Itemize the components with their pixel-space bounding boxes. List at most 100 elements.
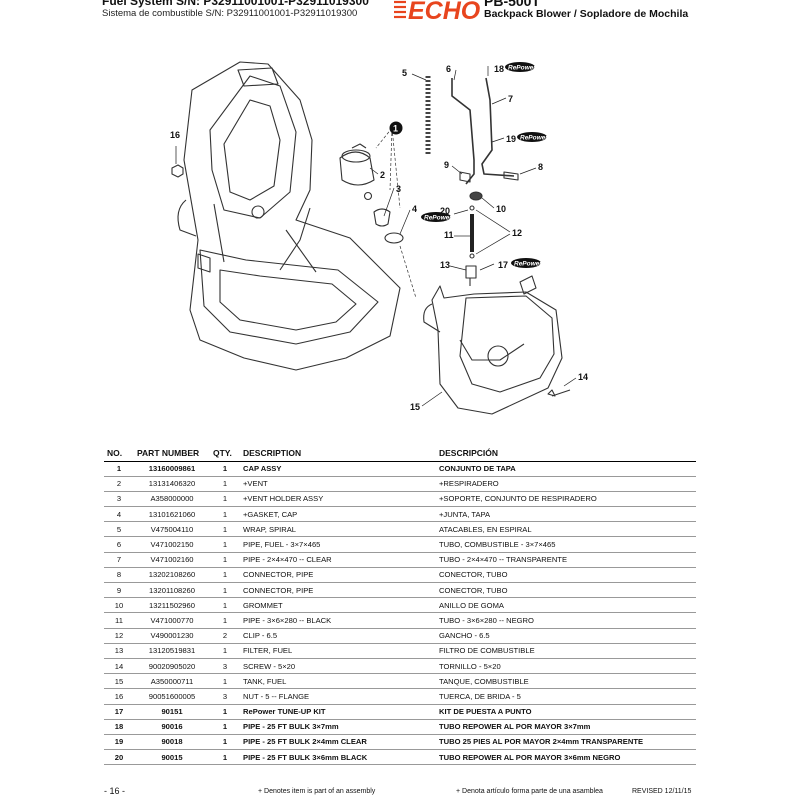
page-number: - 16 - (104, 786, 126, 796)
row-qty: 1 (210, 506, 240, 523)
row-no: 19 (104, 734, 134, 751)
row-no: 10 (104, 597, 134, 614)
page-header: Fuel System S/N: P32911001001-P329110193… (0, 0, 800, 34)
row-description: PIPE - 3×6×280 -- BLACK (240, 612, 436, 629)
row-descripcion: ANILLO DE GOMA (436, 597, 696, 614)
grommet (469, 191, 483, 201)
row-description: WRAP, SPIRAL (240, 521, 436, 538)
gasket-cap (384, 232, 404, 244)
row-part-number: V471002160 (134, 552, 210, 568)
row-description: PIPE - 25 FT BULK 2×4mm CLEAR (240, 734, 436, 751)
row-descripcion: TUBO REPOWER AL POR MAYOR 3×6mm NEGRO (436, 749, 696, 766)
row-description: NUT - 5 -- FLANGE (240, 688, 436, 705)
row-part-number: 90016 (134, 719, 210, 735)
callout-15: 15 (410, 402, 420, 412)
svg-text:RePower: RePower (508, 65, 536, 72)
callout-13: 13 (440, 260, 450, 270)
row-qty: 1 (210, 491, 240, 508)
row-description: CONNECTOR, PIPE (240, 567, 436, 584)
row-description: +GASKET, CAP (240, 506, 436, 523)
row-qty: 1 (210, 597, 240, 614)
connector-9 (459, 171, 471, 183)
row-qty: 1 (210, 461, 240, 477)
header-right: PB-500T Backpack Blower / Sopladore de M… (484, 0, 794, 21)
row-descripcion: FILTRO DE COMBUSTIBLE (436, 643, 696, 659)
leader-lines (369, 66, 577, 407)
svg-text:RePower: RePower (514, 261, 542, 268)
callout-8: 8 (538, 162, 543, 172)
row-no: 1 (104, 461, 134, 477)
row-description: +VENT HOLDER ASSY (240, 491, 436, 508)
row-descripcion: GANCHO - 6.5 (436, 628, 696, 644)
vent-part (363, 191, 373, 201)
connector-8 (503, 171, 519, 181)
row-part-number: 13202108260 (134, 567, 210, 584)
row-part-number: A358000000 (134, 491, 210, 508)
col-header-part-number: PART NUMBER (134, 446, 210, 462)
row-no: 5 (104, 521, 134, 538)
row-description: CAP ASSY (240, 461, 436, 477)
nut-16 (171, 164, 184, 178)
callout-1-badge (389, 121, 403, 135)
row-no: 15 (104, 673, 134, 690)
row-qty: 1 (210, 612, 240, 629)
callout-9: 9 (444, 160, 449, 170)
row-descripcion: TUBO - 3×6×280 -- NEGRO (436, 612, 696, 629)
parts-table: NO. PART NUMBER QTY. DESCRIPTION DESCRIP… (104, 446, 696, 766)
row-no: 13 (104, 643, 134, 659)
row-no: 11 (104, 612, 134, 629)
row-description: PIPE, FUEL - 3×7×465 (240, 536, 436, 553)
row-descripcion: TUBO, COMBUSTIBLE - 3×7×465 (436, 536, 696, 553)
callouts: 1 2 3 4 5 6 7 8 9 10 11 12 13 14 15 16 1… (170, 64, 588, 412)
callout-3: 3 (396, 184, 401, 194)
row-descripcion: +JUNTA, TAPA (436, 506, 696, 523)
row-description: PIPE - 2×4×470 -- CLEAR (240, 552, 436, 568)
row-descripcion: TUERCA, DE BRIDA - 5 (436, 688, 696, 705)
callout-16: 16 (170, 130, 180, 140)
screw-14 (547, 389, 571, 397)
revision-date: REVISED 12/11/15 (632, 788, 692, 795)
row-part-number: V475004110 (134, 521, 210, 538)
vent-holder (373, 208, 391, 227)
row-descripcion: TUBO 25 PIES AL POR MAYOR 2×4mm TRANSPAR… (436, 734, 696, 751)
callout-10: 10 (496, 204, 506, 214)
row-part-number: V471000770 (134, 612, 210, 629)
callout-4: 4 (412, 204, 417, 214)
logo-text: ECHO (408, 0, 481, 24)
callout-6: 6 (446, 64, 451, 74)
row-part-number: 13101621060 (134, 506, 210, 523)
row-description: RePower TUNE-UP KIT (240, 704, 436, 720)
row-qty: 1 (210, 567, 240, 584)
callout-17: 17 (498, 260, 508, 270)
callout-2: 2 (380, 170, 385, 180)
col-header-descripcion: DESCRIPCIÓN (436, 446, 696, 462)
row-part-number: 13160009861 (134, 461, 210, 477)
row-description: PIPE - 25 FT BULK 3×7mm (240, 719, 436, 735)
row-description: GROMMET (240, 597, 436, 614)
row-no: 12 (104, 628, 134, 644)
row-qty: 2 (210, 628, 240, 644)
row-qty: 1 (210, 673, 240, 690)
cap-assy (339, 151, 375, 186)
section-title: Fuel System S/N: P32911001001-P329110193… (102, 0, 369, 8)
row-no: 6 (104, 536, 134, 553)
row-no: 17 (104, 704, 134, 720)
row-qty: 1 (210, 521, 240, 538)
header-left: Fuel System S/N: P32911001001-P329110193… (102, 0, 392, 20)
echo-logo: ECHO (392, 0, 484, 24)
section-subtitle: Sistema de combustible S/N: P32911001001… (102, 8, 358, 19)
callout-1: 1 (393, 124, 398, 134)
row-description: CONNECTOR, PIPE (240, 582, 436, 599)
assembly-note-es: + Denota artículo forma parte de una asa… (456, 788, 603, 795)
